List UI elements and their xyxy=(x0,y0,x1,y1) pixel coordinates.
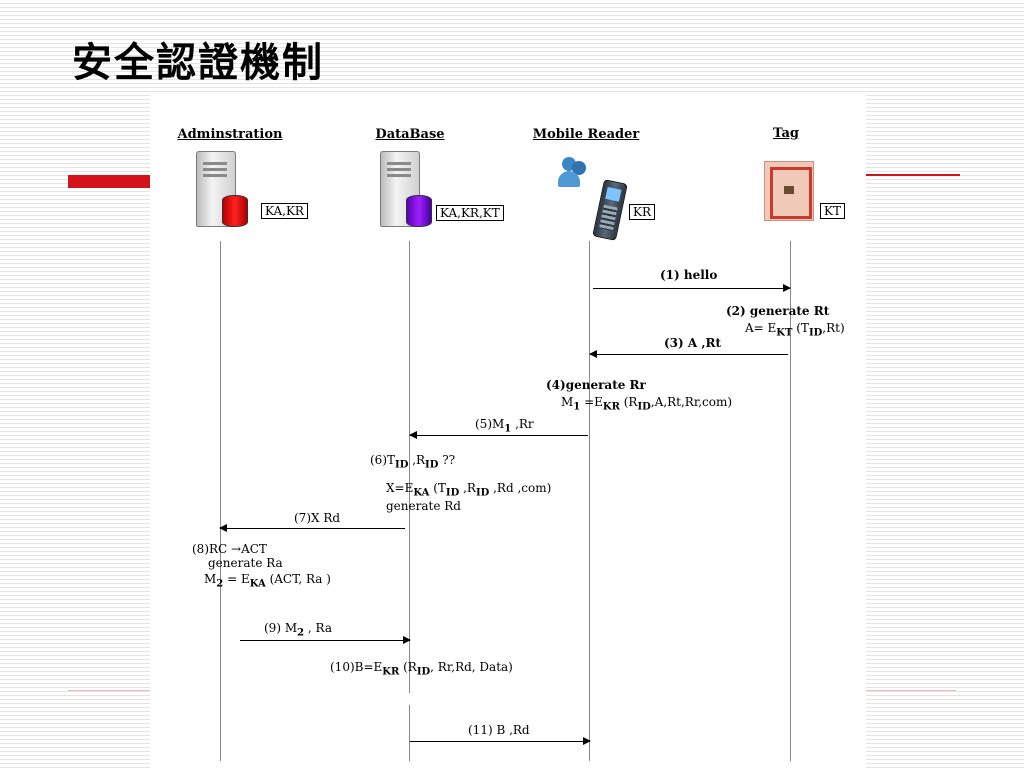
users-icon xyxy=(558,157,586,191)
step-11-label: (11) B ,Rd xyxy=(468,723,530,737)
tag-keys: KT xyxy=(820,203,845,219)
step-1-label: (1) hello xyxy=(660,268,718,282)
database-cylinder-icon xyxy=(406,195,432,227)
step-7-label: (7)X Rd xyxy=(294,511,341,525)
step-10-label: (10)B=EKR (RID, Rr,Rd, Data) xyxy=(330,660,513,678)
lifeline-db xyxy=(409,241,410,761)
server-database-icon xyxy=(380,151,432,227)
slide-title: 安全認證機制 xyxy=(72,39,324,86)
actor-tag-name: Tag xyxy=(773,126,799,141)
step-6-label: (6)TID ,RID ?? xyxy=(370,453,456,471)
actor-admin-name: Adminstration xyxy=(177,127,283,142)
lifeline-gap xyxy=(405,693,427,705)
db-keys: KA,KR,KT xyxy=(436,205,504,221)
step-9-arrow xyxy=(240,636,411,644)
step-2-formula: A= EKT (TID,Rt) xyxy=(745,321,845,339)
actor-db-name: DataBase xyxy=(375,127,445,142)
lifeline-tag xyxy=(790,241,791,761)
step-1-arrow xyxy=(593,284,791,292)
rfid-tag-icon xyxy=(764,161,814,221)
server-tower-icon xyxy=(380,151,420,227)
step-7-arrow xyxy=(219,524,405,532)
step-4-label: (4)generate Rr xyxy=(546,378,646,392)
reader-keys: KR xyxy=(629,204,655,220)
server-tower-icon xyxy=(196,151,236,227)
step-3-arrow xyxy=(589,350,788,358)
accent-line-right xyxy=(866,174,960,176)
footer-line-right xyxy=(866,690,956,691)
step-9-label: (9) M2 , Ra xyxy=(264,621,332,639)
admin-keys: KA,KR xyxy=(261,203,308,219)
step-8-formula: M2 = EKA (ACT, Ra ) xyxy=(204,572,331,590)
lifeline-admin xyxy=(220,241,221,761)
step-4-formula: M1 =EKR (RID,A,Rt,Rr,com) xyxy=(561,395,733,413)
database-cylinder-icon xyxy=(222,195,248,227)
footer-line-left xyxy=(68,690,150,691)
step-11-arrow xyxy=(410,737,591,745)
lifeline-reader xyxy=(589,241,590,761)
step-5-arrow xyxy=(409,431,588,439)
title-accent-bar xyxy=(68,175,150,188)
sequence-diagram: Adminstration DataBase Mobile Reader Tag… xyxy=(150,95,866,768)
step-3-label: (3) A ,Rt xyxy=(664,336,722,350)
step-8-generate: generate Ra xyxy=(208,556,283,570)
mobile-reader-icon xyxy=(592,179,628,241)
server-database-icon xyxy=(196,151,248,227)
step-6-formula: X=EKA (TID ,RID ,Rd ,com) xyxy=(386,481,552,499)
step-2-label: (2) generate Rt xyxy=(726,304,830,318)
step-8-label: (8)RC →ACT xyxy=(192,542,267,556)
actor-reader-name: Mobile Reader xyxy=(532,127,640,142)
step-6-generate: generate Rd xyxy=(386,499,461,513)
step-5-label: (5)M1 ,Rr xyxy=(475,417,534,435)
